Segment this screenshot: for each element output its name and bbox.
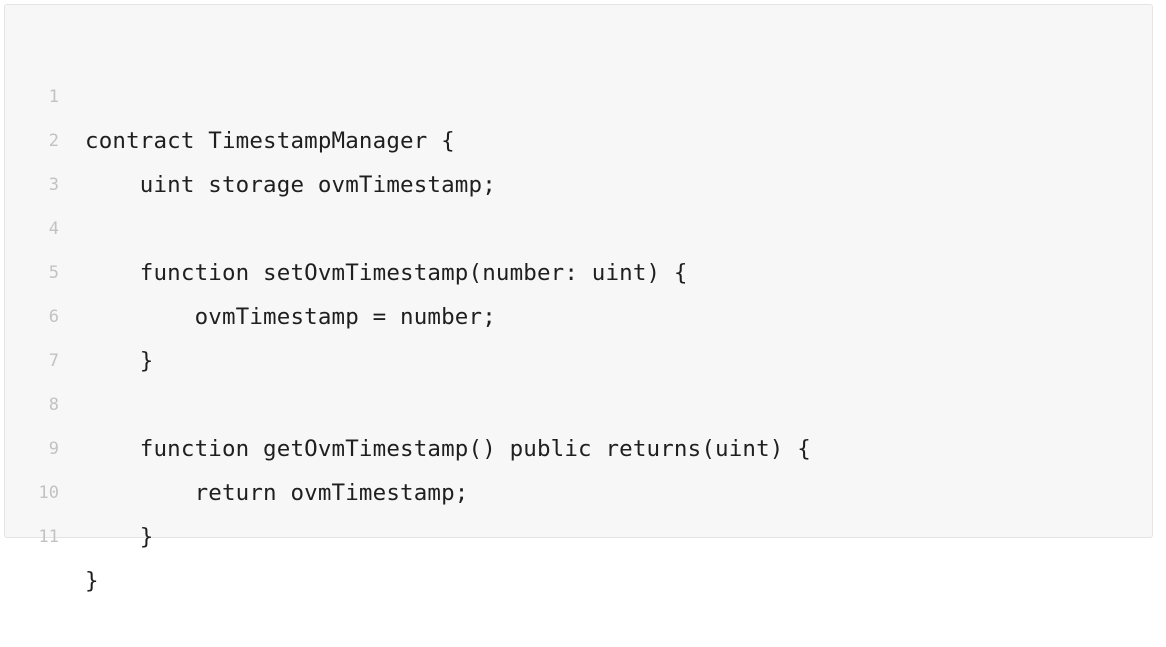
code-lines: 1 contract TimestampManager { 2 uint sto… (5, 31, 1152, 594)
code-line: 4 function setOvmTimestamp(number: uint)… (5, 163, 1152, 286)
code-line: 3 (5, 119, 1152, 195)
code-line-text[interactable]: ovmTimestamp = number; (85, 304, 496, 330)
line-number: 5 (48, 263, 59, 283)
code-line-text[interactable]: return ovmTimestamp; (85, 480, 469, 506)
code-line: 10 } (5, 427, 1152, 550)
code-line-text[interactable]: function setOvmTimestamp(number: uint) { (85, 260, 688, 286)
code-line: 11 } (5, 471, 1152, 594)
code-line: 6 } (5, 251, 1152, 374)
code-line-text[interactable]: uint storage ovmTimestamp; (85, 172, 496, 198)
code-line-text[interactable]: } (85, 524, 154, 550)
code-line-text[interactable]: function getOvmTimestamp() public return… (85, 436, 811, 462)
code-line: 7 (5, 295, 1152, 371)
line-number: 9 (48, 439, 59, 459)
line-number: 6 (48, 307, 59, 327)
line-number: 4 (48, 219, 59, 239)
code-line: 1 contract TimestampManager { (5, 31, 1152, 154)
code-line: 8 function getOvmTimestamp() public retu… (5, 339, 1152, 462)
line-number: 7 (48, 351, 59, 371)
code-line-text[interactable]: contract TimestampManager { (85, 128, 455, 154)
code-block: 1 contract TimestampManager { 2 uint sto… (4, 4, 1153, 594)
line-number: 11 (38, 527, 59, 547)
code-line-text[interactable]: } (85, 348, 154, 374)
line-number: 10 (38, 483, 59, 503)
line-number: 1 (48, 87, 59, 107)
code-line: 9 return ovmTimestamp; (5, 383, 1152, 506)
code-line-text[interactable]: } (85, 568, 99, 594)
line-number: 3 (48, 175, 59, 195)
code-line: 5 ovmTimestamp = number; (5, 207, 1152, 330)
code-line: 2 uint storage ovmTimestamp; (5, 75, 1152, 198)
line-number: 8 (48, 395, 59, 415)
line-number: 2 (48, 131, 59, 151)
